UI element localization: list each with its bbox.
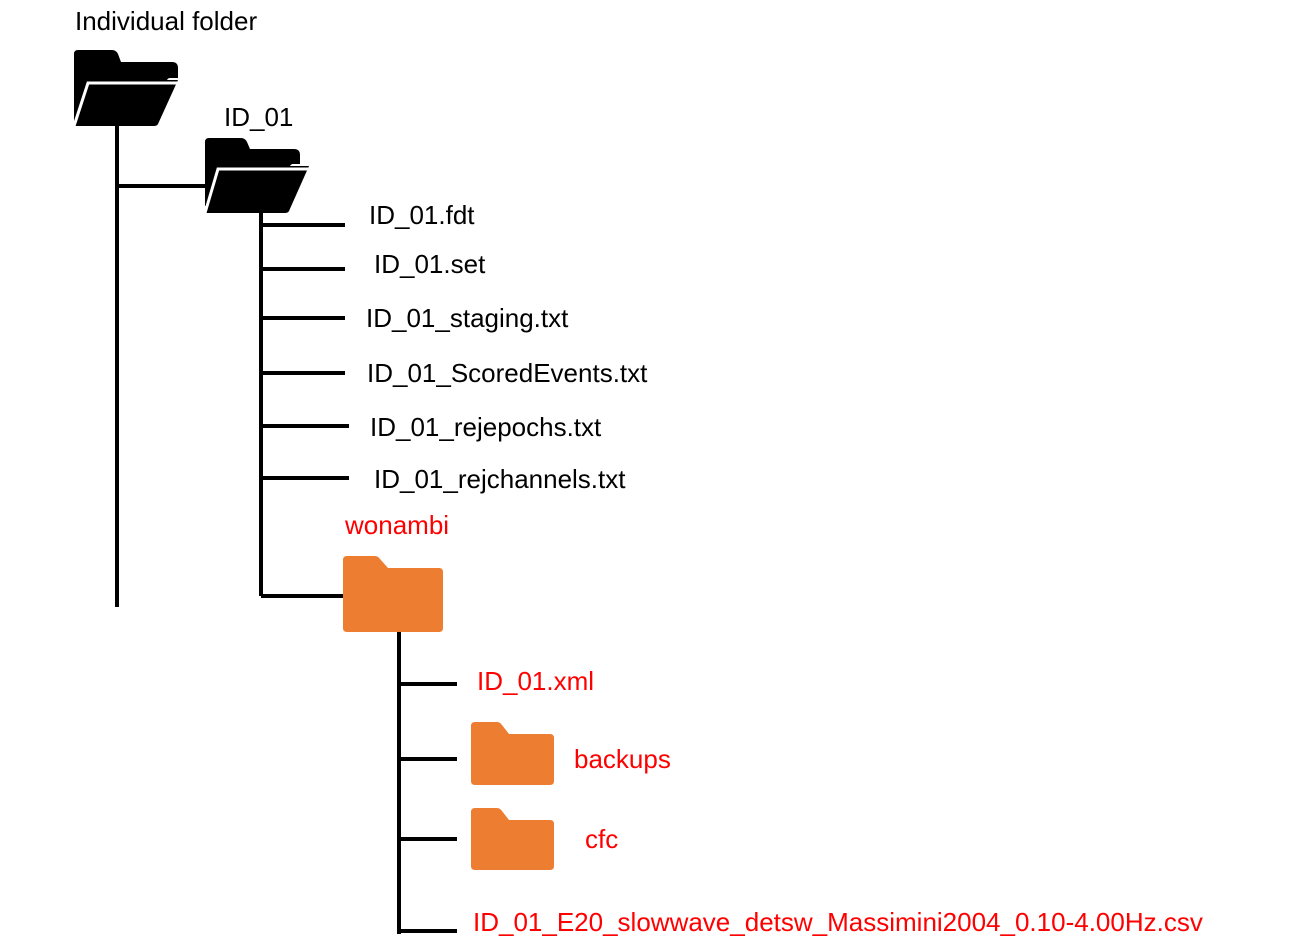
file-csv[interactable]: ID_01_E20_slowwave_detsw_Massimini2004_0…	[473, 907, 1203, 937]
file-set[interactable]: ID_01.set	[374, 249, 486, 279]
file-fdt[interactable]: ID_01.fdt	[369, 200, 475, 230]
file-rejchannels[interactable]: ID_01_rejchannels.txt	[374, 464, 626, 494]
cfc-folder-icon[interactable]	[471, 808, 554, 870]
root-folder-label: Individual folder	[75, 6, 258, 36]
wonambi-folder-shape	[343, 556, 443, 632]
subject-folder-gap	[203, 167, 309, 214]
root-folder-gap	[72, 81, 178, 127]
file-scored-events[interactable]: ID_01_ScoredEvents.txt	[367, 358, 648, 388]
file-rejepochs[interactable]: ID_01_rejepochs.txt	[370, 412, 602, 442]
backups-folder-icon[interactable]	[471, 722, 554, 785]
root-folder-front	[74, 80, 178, 126]
cfc-folder-label: cfc	[585, 824, 619, 854]
wonambi-folder-label: wonambi	[345, 510, 450, 540]
subject-folder-front	[205, 166, 309, 213]
backups-folder-label: backups	[574, 744, 671, 774]
root-folder-icon[interactable]	[72, 50, 178, 127]
file-xml[interactable]: ID_01.xml	[477, 666, 595, 696]
subject-folder-label: ID_01	[224, 102, 294, 132]
subject-folder-icon[interactable]	[203, 138, 309, 214]
wonambi-folder-icon[interactable]	[343, 556, 443, 632]
backups-folder-shape	[471, 722, 554, 785]
cfc-folder-shape	[471, 808, 554, 870]
file-staging[interactable]: ID_01_staging.txt	[366, 303, 569, 333]
tree-connectors	[115, 126, 457, 934]
